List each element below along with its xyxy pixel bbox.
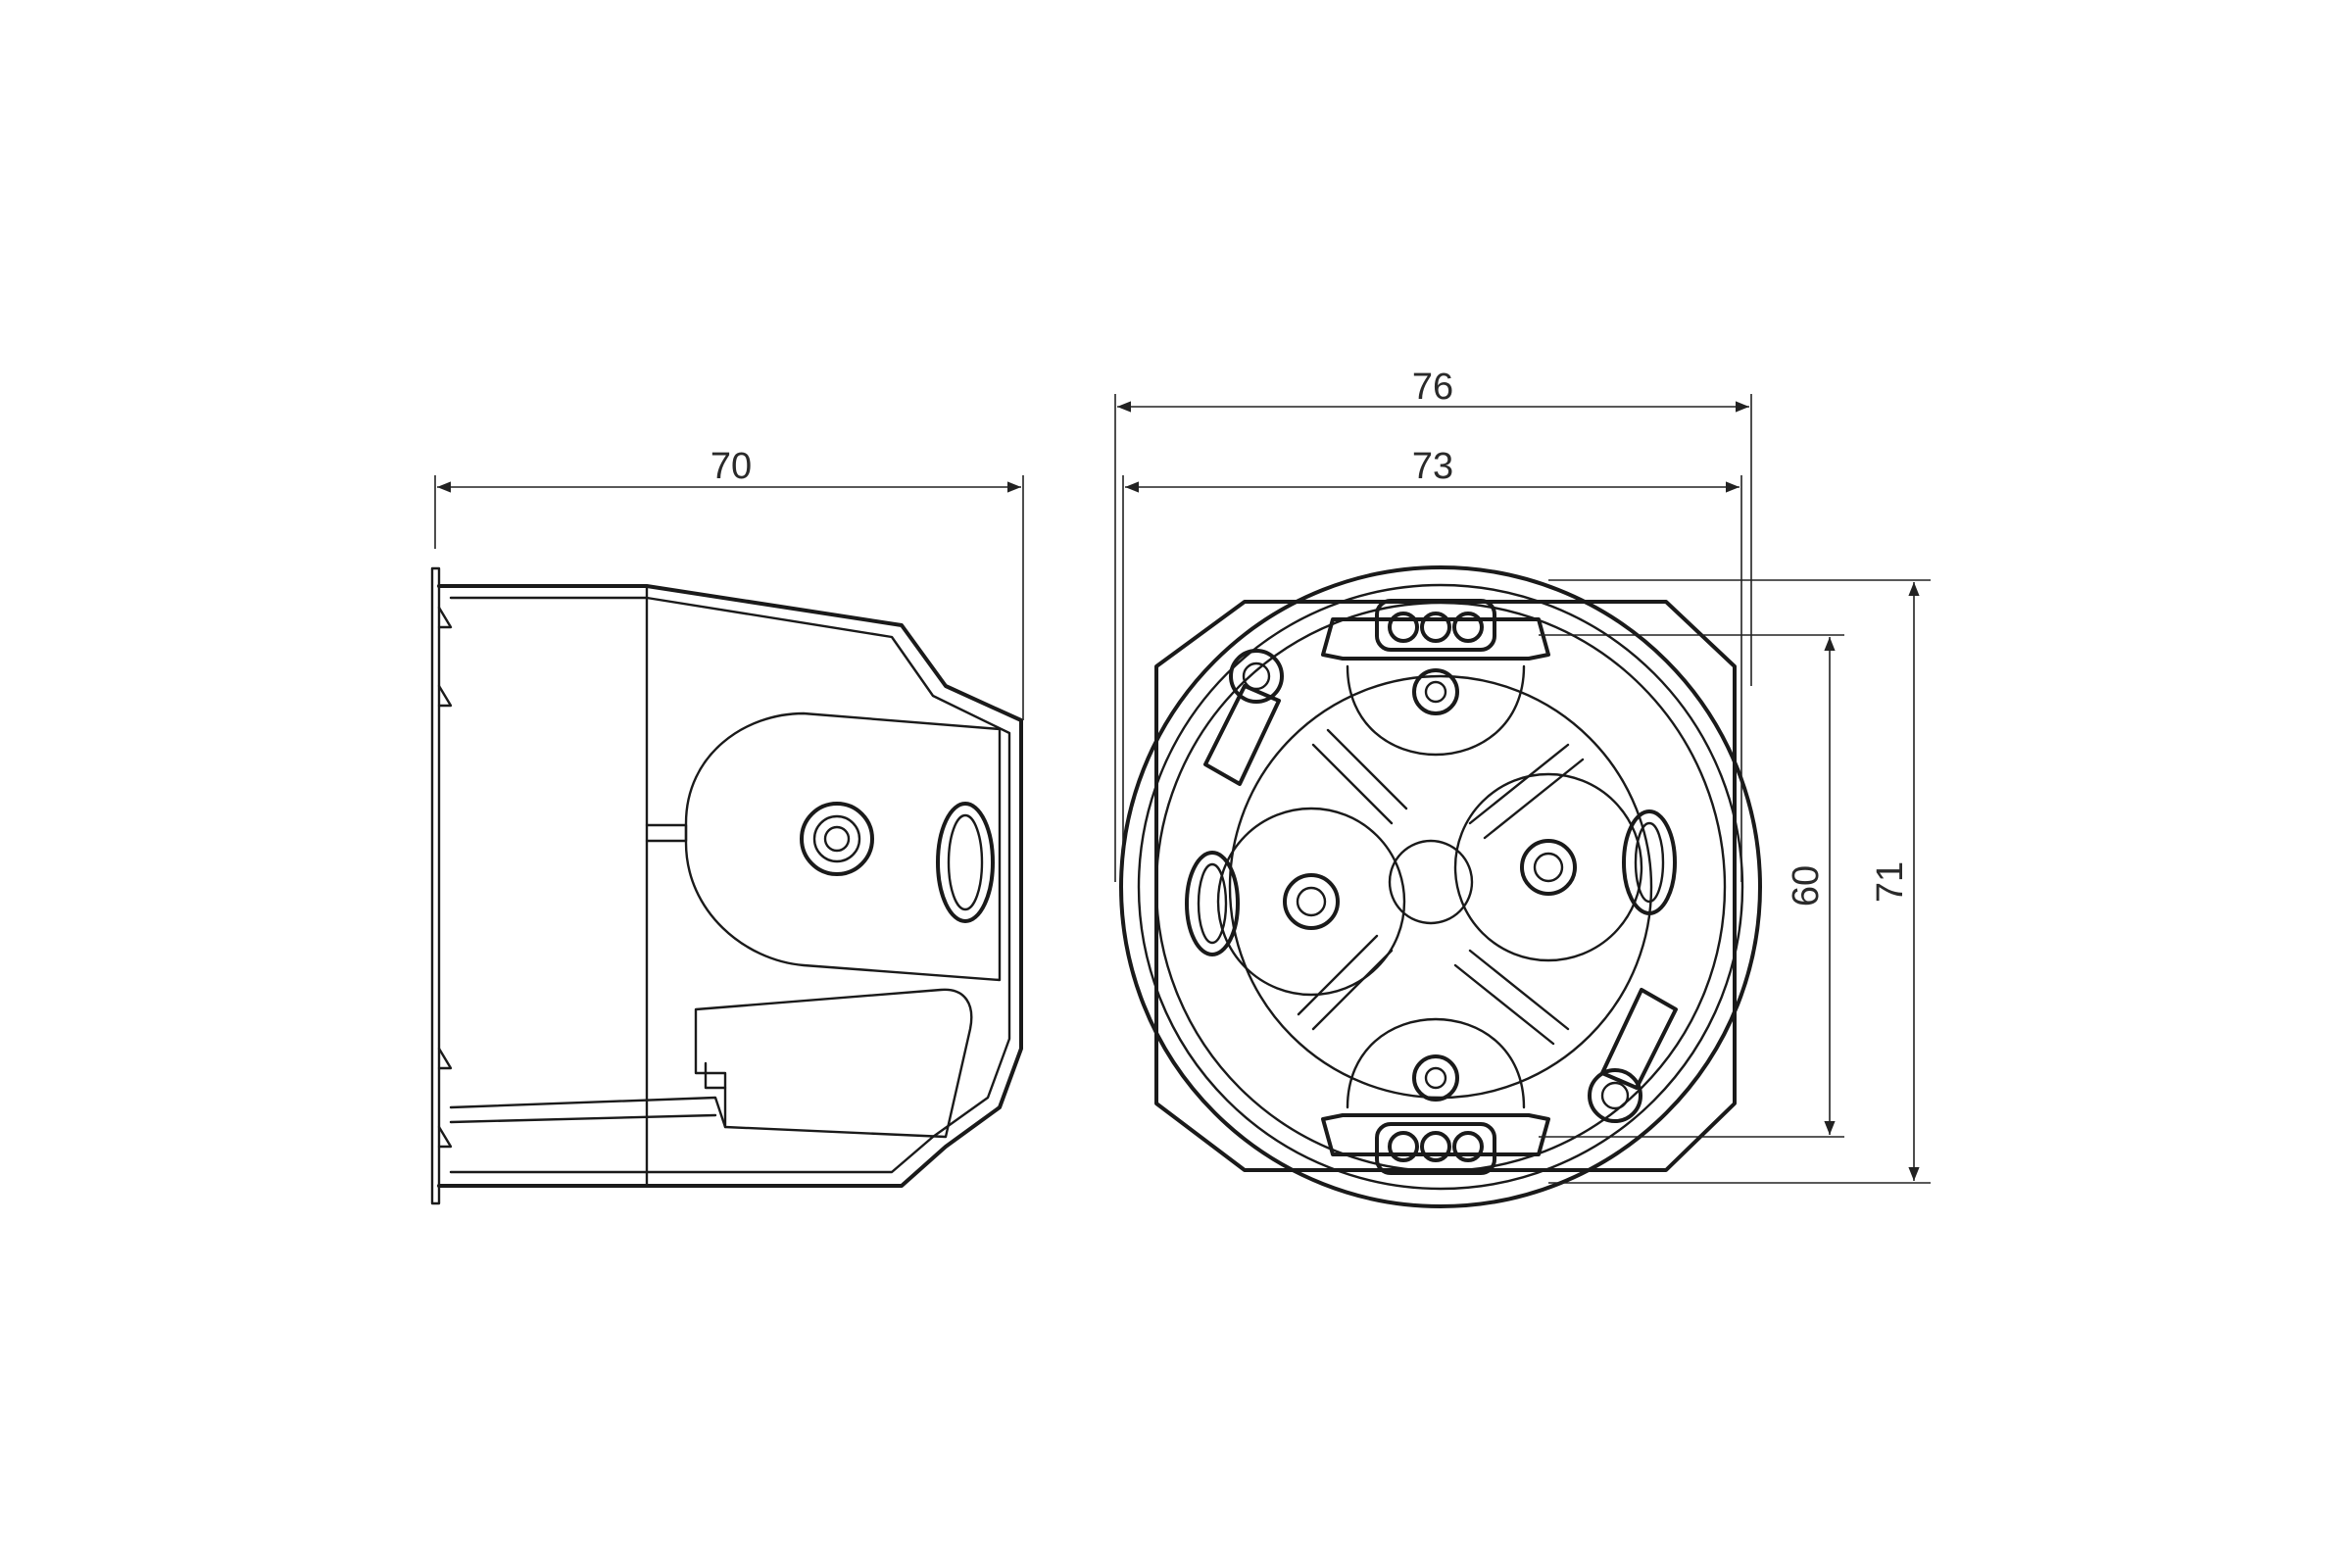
front-floor-circle: [1228, 674, 1653, 1100]
front-outer-circle: [1119, 565, 1762, 1208]
front-screw-post-lower-right: [1588, 988, 1678, 1123]
side-inner-contour: [449, 596, 1011, 1174]
front-left-lobe: [1185, 807, 1406, 997]
front-outer-flange: [1154, 600, 1737, 1172]
side-view: [430, 566, 1023, 1205]
front-inner-circle: [1137, 583, 1744, 1191]
dim-label-front-outer-height: 71: [1870, 861, 1911, 903]
front-center-hole: [1388, 839, 1474, 925]
dim-label-front-inner-height: 60: [1786, 865, 1827, 906]
side-cable-entry: [936, 802, 995, 923]
side-tab-arch: [684, 711, 1002, 982]
side-screw-boss: [800, 802, 874, 876]
side-clamp: [694, 988, 973, 1139]
dim-label-side-width: 70: [710, 446, 752, 487]
front-view: [1119, 565, 1762, 1208]
dim-label-front-outer-width: 76: [1412, 367, 1453, 408]
dim-label-front-inner-width: 73: [1412, 446, 1453, 487]
front-right-lobe: [1453, 772, 1677, 962]
front-ribs: [1297, 728, 1585, 1046]
dimension-lines: [434, 394, 1931, 1184]
side-teeth: [437, 606, 453, 1149]
side-flange: [430, 566, 441, 1205]
front-bottom-terminal: [1321, 1017, 1550, 1175]
front-screw-post-upper-left: [1203, 649, 1284, 786]
front-top-terminal: [1321, 599, 1550, 757]
side-body-outline: [437, 584, 1023, 1188]
